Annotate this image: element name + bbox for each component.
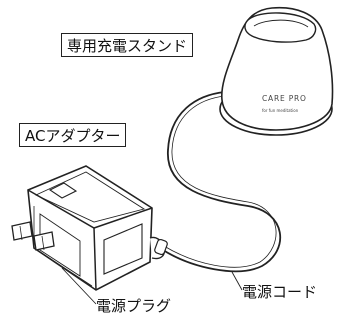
cord-leader-line	[231, 271, 243, 291]
cord-label: 電源コード	[242, 283, 318, 301]
adapter-label: ACアダプター	[19, 123, 127, 147]
stand-brand-tagline: for fun meditation	[262, 108, 299, 113]
power-cord	[162, 91, 282, 273]
plug-label: 電源プラグ	[96, 297, 172, 315]
plug-leader-line	[61, 267, 97, 305]
stand-brand-name: CARE PRO	[262, 94, 307, 103]
ac-adapter	[27, 165, 168, 291]
stand-label: 専用充電スタンド	[61, 33, 194, 57]
plug-prongs	[11, 221, 55, 251]
charging-stand: CARE PRO for fun meditation	[219, 6, 334, 136]
